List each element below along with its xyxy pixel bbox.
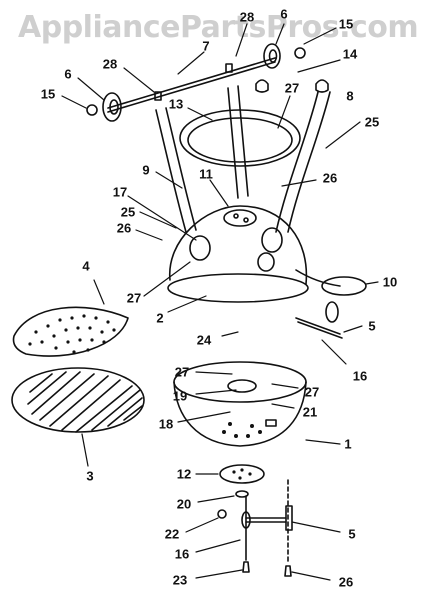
callout-label: 21 xyxy=(302,404,318,420)
callout-label: 24 xyxy=(196,332,212,348)
clip-part-b xyxy=(225,63,233,73)
callout-label: 2 xyxy=(156,310,164,326)
cooking-grate-part xyxy=(12,306,129,357)
hubcap-part-left xyxy=(86,104,98,116)
fire-bowl-part xyxy=(173,361,307,447)
hubcap-part-right xyxy=(294,47,306,59)
vent-part xyxy=(257,252,275,272)
damper-part xyxy=(189,235,211,261)
leg-part-8 xyxy=(275,91,331,233)
charcoal-grate-part xyxy=(11,367,145,433)
lower-handle-part xyxy=(241,505,293,531)
screw-part-bottom-right xyxy=(284,565,292,577)
callout-label: 26 xyxy=(116,220,132,236)
leg-cap-part-a xyxy=(255,79,269,93)
wheel-part-left xyxy=(102,92,122,122)
callout-label: 13 xyxy=(168,96,184,112)
callout-label: 16 xyxy=(174,546,190,562)
callout-label: 27 xyxy=(284,80,300,96)
callout-label: 27 xyxy=(174,364,190,380)
axle-part xyxy=(107,57,276,113)
callout-label: 15 xyxy=(338,16,354,32)
watermark: AppliancePartsPros.com xyxy=(18,10,419,45)
callout-label: 16 xyxy=(352,368,368,384)
callout-label: 17 xyxy=(112,184,128,200)
callout-label: 25 xyxy=(364,114,380,130)
callout-label: 3 xyxy=(86,468,94,484)
leg-cap-part-b xyxy=(315,79,329,93)
grate-holes xyxy=(28,314,116,354)
callout-label: 11 xyxy=(199,166,213,182)
callout-label: 12 xyxy=(176,466,192,482)
callout-label: 28 xyxy=(239,9,255,25)
callout-label: 27 xyxy=(304,384,320,400)
leg-part-13 xyxy=(155,107,197,233)
callout-label: 14 xyxy=(342,46,358,62)
damper-part-right xyxy=(261,227,283,253)
callout-label: 23 xyxy=(172,572,188,588)
callout-label: 20 xyxy=(176,496,192,512)
vent-plate-part xyxy=(219,464,265,484)
callout-label: 19 xyxy=(172,388,188,404)
callout-label: 6 xyxy=(64,66,72,82)
callout-label: 4 xyxy=(82,258,90,274)
callout-label: 25 xyxy=(120,204,136,220)
clip-part-a xyxy=(154,91,162,101)
lid-bowl-part xyxy=(167,205,309,303)
wheel-part-right xyxy=(263,43,281,69)
callout-label: 18 xyxy=(158,416,174,432)
nut-part xyxy=(217,509,227,519)
callout-label: 8 xyxy=(346,88,354,104)
handle-part xyxy=(295,269,367,296)
callout-label: 7 xyxy=(202,38,210,54)
callout-label: 27 xyxy=(126,290,142,306)
callout-label: 10 xyxy=(382,274,398,290)
callout-label: 5 xyxy=(348,526,356,542)
callout-label: 1 xyxy=(344,436,352,452)
callout-label: 28 xyxy=(102,56,118,72)
handle-rod-part xyxy=(295,301,343,339)
callout-label: 15 xyxy=(40,86,56,102)
callout-label: 6 xyxy=(280,6,288,22)
callout-label: 22 xyxy=(164,526,180,542)
washer-part xyxy=(235,490,249,498)
callout-label: 9 xyxy=(142,162,150,178)
screw-part-bottom-left xyxy=(242,561,250,573)
leg-part-center xyxy=(227,85,249,199)
callout-label: 5 xyxy=(368,318,376,334)
fire-bowl-vent-holes xyxy=(222,422,262,438)
shelf-part xyxy=(179,109,301,167)
callout-label: 26 xyxy=(338,574,354,590)
callout-label: 26 xyxy=(322,170,338,186)
